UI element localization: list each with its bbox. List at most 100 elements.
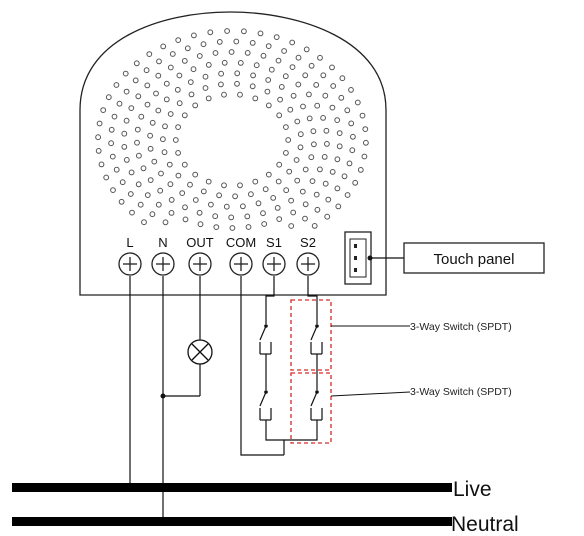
vent-dot — [174, 86, 181, 93]
vent-dot — [330, 83, 337, 89]
vent-dot — [96, 120, 103, 127]
vent-dot — [245, 224, 252, 230]
vent-dot — [163, 96, 170, 103]
vent-dot — [234, 70, 241, 77]
vent-dot — [192, 171, 199, 178]
vent-dot — [283, 124, 289, 130]
vent-dot — [121, 144, 128, 150]
vent-dot — [275, 178, 282, 185]
vent-dot — [100, 107, 107, 113]
vent-dot — [341, 173, 348, 180]
vent-dot — [286, 168, 293, 175]
vent-dot — [187, 181, 193, 188]
vent-dot — [361, 153, 368, 160]
vent-dot — [276, 112, 283, 119]
vent-dot — [308, 154, 315, 161]
vent-dot — [181, 58, 188, 64]
vent-dot — [161, 149, 168, 156]
vent-dot — [182, 216, 189, 223]
vent-dot — [149, 211, 156, 218]
vent-dot — [216, 192, 223, 199]
vent-dot — [167, 64, 174, 71]
vent-dot — [157, 187, 164, 194]
vent-dot — [162, 123, 168, 130]
vent-dot — [138, 113, 145, 120]
vent-dot — [323, 127, 330, 134]
vent-dot — [160, 43, 167, 50]
vent-dot — [320, 115, 327, 121]
vent-dot — [294, 118, 301, 125]
vent-dot — [128, 105, 135, 111]
terminal-label-l: L — [126, 235, 133, 250]
vent-dot — [192, 197, 199, 203]
vent-dot — [346, 160, 353, 167]
vent-dot — [265, 171, 272, 178]
vent-dot — [136, 152, 142, 159]
vent-dot — [260, 210, 266, 217]
terminal-label-s1: S1 — [266, 235, 282, 250]
vent-dot — [133, 60, 140, 67]
vent-dot — [244, 50, 251, 56]
vent-dot — [182, 204, 188, 211]
switch-blade — [310, 391, 318, 407]
vent-dot — [200, 188, 207, 195]
vent-dot — [349, 147, 356, 154]
vent-dot — [325, 196, 332, 203]
vent-dot — [317, 54, 323, 61]
switch-highlight-box — [290, 299, 332, 371]
vent-dot — [175, 37, 182, 43]
vent-dot — [127, 191, 134, 197]
switch-label-upper: 3-Way Switch (SPDT) — [410, 321, 512, 333]
vent-dot — [218, 81, 224, 88]
vent-dot — [362, 126, 369, 133]
vent-dot — [354, 99, 361, 106]
vent-dot — [334, 156, 341, 163]
vent-dot — [234, 80, 240, 87]
vent-dot — [306, 115, 313, 122]
vent-dot — [252, 95, 259, 102]
vent-dot — [95, 148, 102, 154]
vent-dot — [255, 200, 262, 207]
vent-dot — [205, 62, 212, 68]
vent-dot — [108, 126, 115, 133]
vent-dot — [352, 179, 359, 186]
vent-dot — [290, 209, 297, 216]
vent-dot — [144, 101, 151, 108]
vent-dot — [294, 177, 301, 184]
vent-dot — [147, 132, 154, 139]
vent-dot — [300, 103, 306, 110]
vent-dot — [250, 72, 257, 79]
vent-dot — [137, 201, 144, 208]
junction-dot — [160, 393, 166, 399]
vent-dot — [95, 134, 101, 141]
vent-dot — [190, 66, 197, 73]
vent-dot — [196, 53, 203, 59]
vent-dot — [135, 93, 142, 100]
touch-panel-connector — [344, 231, 372, 285]
vent-dot — [302, 72, 309, 79]
vent-dot — [348, 87, 354, 93]
vent-dot — [299, 188, 306, 195]
vent-dot — [167, 111, 174, 117]
terminal-label-com: COM — [226, 235, 256, 250]
live-bus-bar — [12, 483, 452, 492]
vent-dot — [156, 58, 162, 65]
vent-dot — [179, 190, 186, 197]
vent-dot — [289, 39, 296, 46]
vent-dot — [237, 91, 243, 98]
vent-dot — [344, 192, 351, 198]
vent-dot — [314, 102, 321, 109]
touch-panel-box — [403, 242, 545, 274]
vent-dot — [321, 154, 328, 160]
vent-dot — [212, 50, 219, 56]
vent-dot — [336, 130, 343, 137]
vent-dot — [123, 88, 130, 95]
vent-dot — [283, 150, 289, 156]
vent-dot — [105, 94, 112, 101]
vent-dot — [329, 169, 336, 175]
vent-dot — [103, 174, 110, 181]
vent-dot — [134, 126, 141, 133]
vent-dot — [155, 72, 162, 79]
vent-dot — [221, 182, 227, 189]
